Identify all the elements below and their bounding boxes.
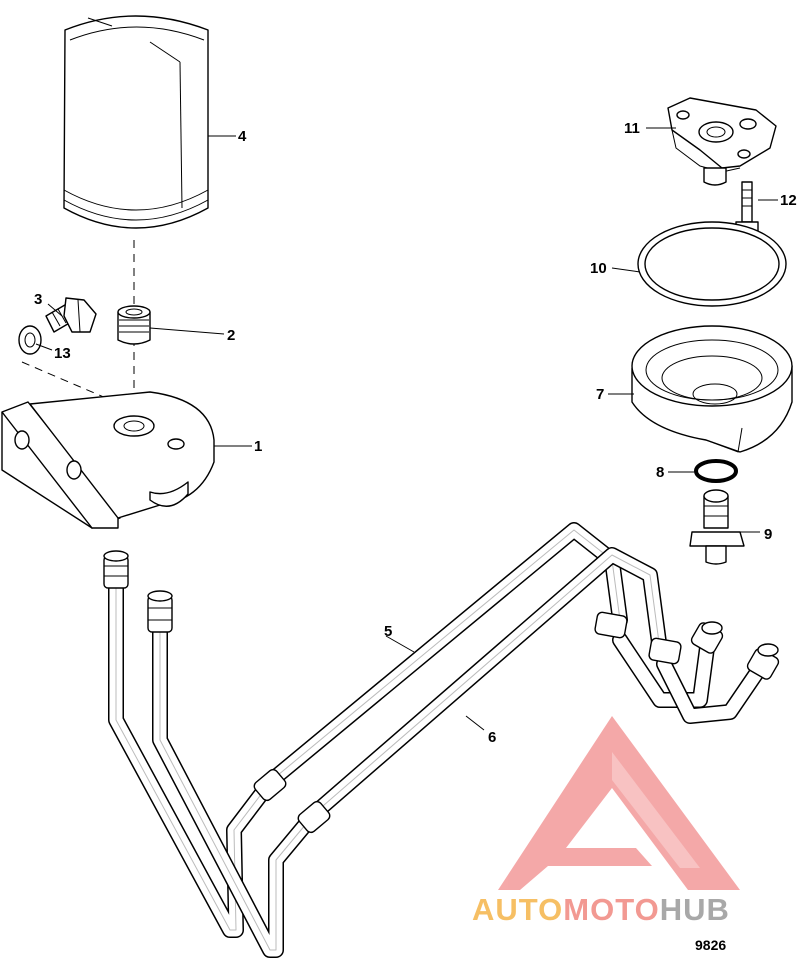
leader-lines [35,127,778,731]
part-2-threaded-nipple [117,305,151,345]
watermark-triangle-mark [498,716,740,890]
callout-12: 12 [780,192,797,209]
callout-labels: 4 2 3 13 1 11 12 10 7 8 9 5 6 9826 [34,120,797,953]
automotohub-watermark: AUTOMOTOHUB [472,716,740,927]
part-11-filter-head [667,97,777,186]
line-fittings [103,550,780,834]
callout-13: 13 [54,345,71,362]
callout-6: 6 [488,729,496,746]
callout-2: 2 [227,327,235,344]
part-7-filter-base [631,325,793,453]
drawing-number: 9826 [695,937,726,953]
callout-10: 10 [590,260,607,277]
part-3-bolt [45,297,97,333]
part-8-small-o-ring [694,459,738,483]
callout-4: 4 [238,128,247,145]
part-1-filter-bracket [1,391,215,529]
part-9-hose-fitting [689,489,745,565]
callout-1: 1 [254,438,262,455]
callout-7: 7 [596,386,604,403]
watermark-text-auto: AUTO [472,892,563,927]
part-10-o-ring [637,221,787,307]
part-13-washer [18,325,42,355]
watermark-text-hub: HUB [660,892,730,927]
svg-text:AUTOMOTOHUB: AUTOMOTOHUB [472,892,730,927]
callout-9: 9 [764,526,772,543]
part-4-oil-filter [63,15,209,229]
callout-8: 8 [656,464,664,481]
assembly-line-bolt [21,361,107,399]
watermark-text-moto: MOTO [563,892,659,927]
callout-5: 5 [384,623,392,640]
callout-11: 11 [624,120,640,137]
part-6-oil-line [152,547,768,958]
callout-3: 3 [34,291,42,308]
